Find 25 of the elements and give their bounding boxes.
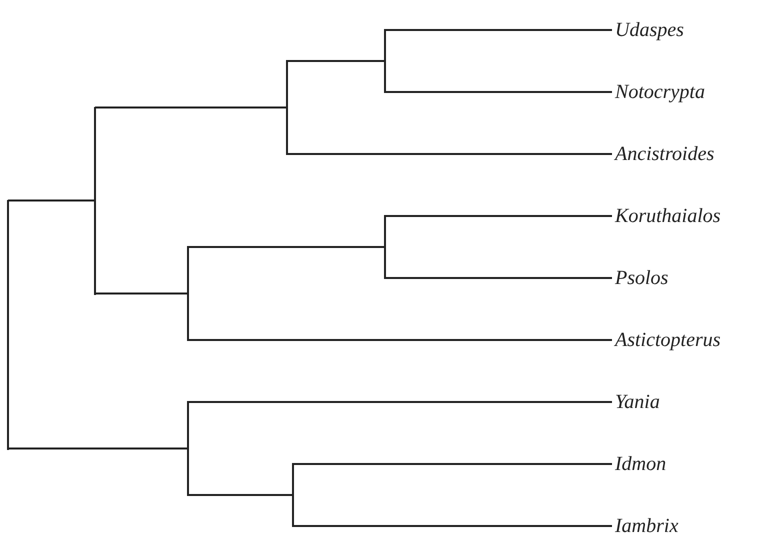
- branch-line: [287, 60, 385, 62]
- branch-line: [188, 339, 612, 341]
- taxon-label: Udaspes: [615, 18, 684, 42]
- taxon-label: Notocrypta: [615, 80, 705, 104]
- taxon-label: Psolos: [615, 266, 668, 290]
- branch-line: [385, 91, 612, 93]
- branch-line: [188, 401, 612, 403]
- taxon-label: Ancistroides: [615, 142, 714, 166]
- branch-line: [385, 29, 612, 31]
- branch-line: [8, 448, 188, 450]
- branch-line: [188, 494, 293, 496]
- branch-line: [385, 215, 612, 217]
- taxon-label: Koruthaialos: [615, 204, 721, 228]
- taxon-label: Yania: [615, 390, 660, 414]
- branch-line: [293, 525, 612, 527]
- taxon-label: Idmon: [615, 452, 666, 476]
- branch-line: [188, 246, 385, 248]
- branch-line: [287, 153, 612, 155]
- branch-line: [95, 292, 188, 294]
- branch-line: [95, 106, 287, 108]
- branch-line: [8, 200, 95, 202]
- taxon-label: Astictopterus: [615, 328, 721, 352]
- branch-line: [293, 463, 612, 465]
- taxon-label: Iambrix: [615, 514, 678, 538]
- branch-line: [385, 277, 612, 279]
